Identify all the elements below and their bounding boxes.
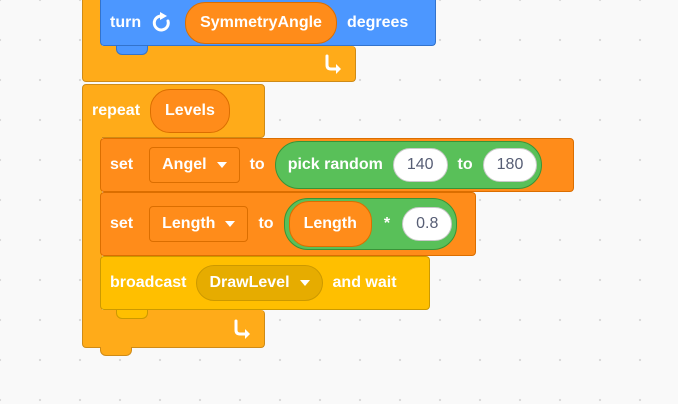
random-to-label: to: [457, 156, 473, 173]
length-variable-dropdown[interactable]: Length: [149, 206, 249, 242]
broadcast-and-wait-block[interactable]: broadcast DrawLevel and wait: [100, 256, 430, 310]
angel-variable-name: Angel: [162, 156, 207, 173]
turn-label: turn: [110, 13, 142, 31]
message-dropdown[interactable]: DrawLevel: [196, 265, 323, 301]
chevron-down-icon: [299, 280, 310, 286]
pick-random-operator[interactable]: pick random 140 to 180: [274, 141, 543, 189]
multiply-symbol: *: [383, 215, 391, 232]
turn-block-notch: [116, 46, 148, 55]
set-length-block[interactable]: set Length to Length * 0.8: [100, 192, 476, 256]
random-to-input[interactable]: 180: [482, 148, 538, 182]
top-loop-left-arm[interactable]: [82, 0, 102, 56]
symmetry-angle-reporter[interactable]: SymmetryAngle: [185, 1, 337, 44]
repeat-end-cap[interactable]: [82, 310, 265, 348]
broadcast-label: broadcast: [110, 274, 187, 291]
chevron-down-icon: [225, 221, 236, 227]
length-variable-name: Length: [162, 215, 216, 232]
repeat-label: repeat: [92, 102, 141, 119]
multiply-value-input[interactable]: 0.8: [402, 207, 453, 241]
turn-right-icon: [151, 11, 173, 34]
angel-variable-dropdown[interactable]: Angel: [149, 147, 240, 183]
to-label: to: [258, 215, 274, 232]
pick-random-label: pick random: [287, 156, 383, 173]
to-label: to: [249, 156, 265, 173]
loop-arrow-icon: [232, 319, 254, 339]
loop-arrow-icon: [323, 54, 345, 74]
message-name: DrawLevel: [209, 274, 290, 291]
and-wait-label: and wait: [332, 274, 397, 291]
multiply-operator[interactable]: Length * 0.8: [283, 198, 458, 250]
set-angel-block[interactable]: set Angel to pick random 140 to 180: [100, 138, 574, 192]
chevron-down-icon: [216, 162, 227, 168]
broadcast-notch: [116, 310, 148, 319]
set-label: set: [110, 215, 134, 232]
levels-reporter[interactable]: Levels: [150, 89, 230, 133]
turn-block[interactable]: turn SymmetryAngle degrees: [100, 0, 436, 46]
repeat-block[interactable]: repeat Levels: [82, 84, 265, 138]
random-from-input[interactable]: 140: [392, 148, 448, 182]
degrees-label: degrees: [346, 13, 409, 31]
length-reporter[interactable]: Length: [288, 201, 372, 247]
set-label: set: [110, 156, 134, 173]
repeat-left-arm[interactable]: [82, 136, 102, 312]
repeat-bottom-notch: [100, 347, 132, 356]
